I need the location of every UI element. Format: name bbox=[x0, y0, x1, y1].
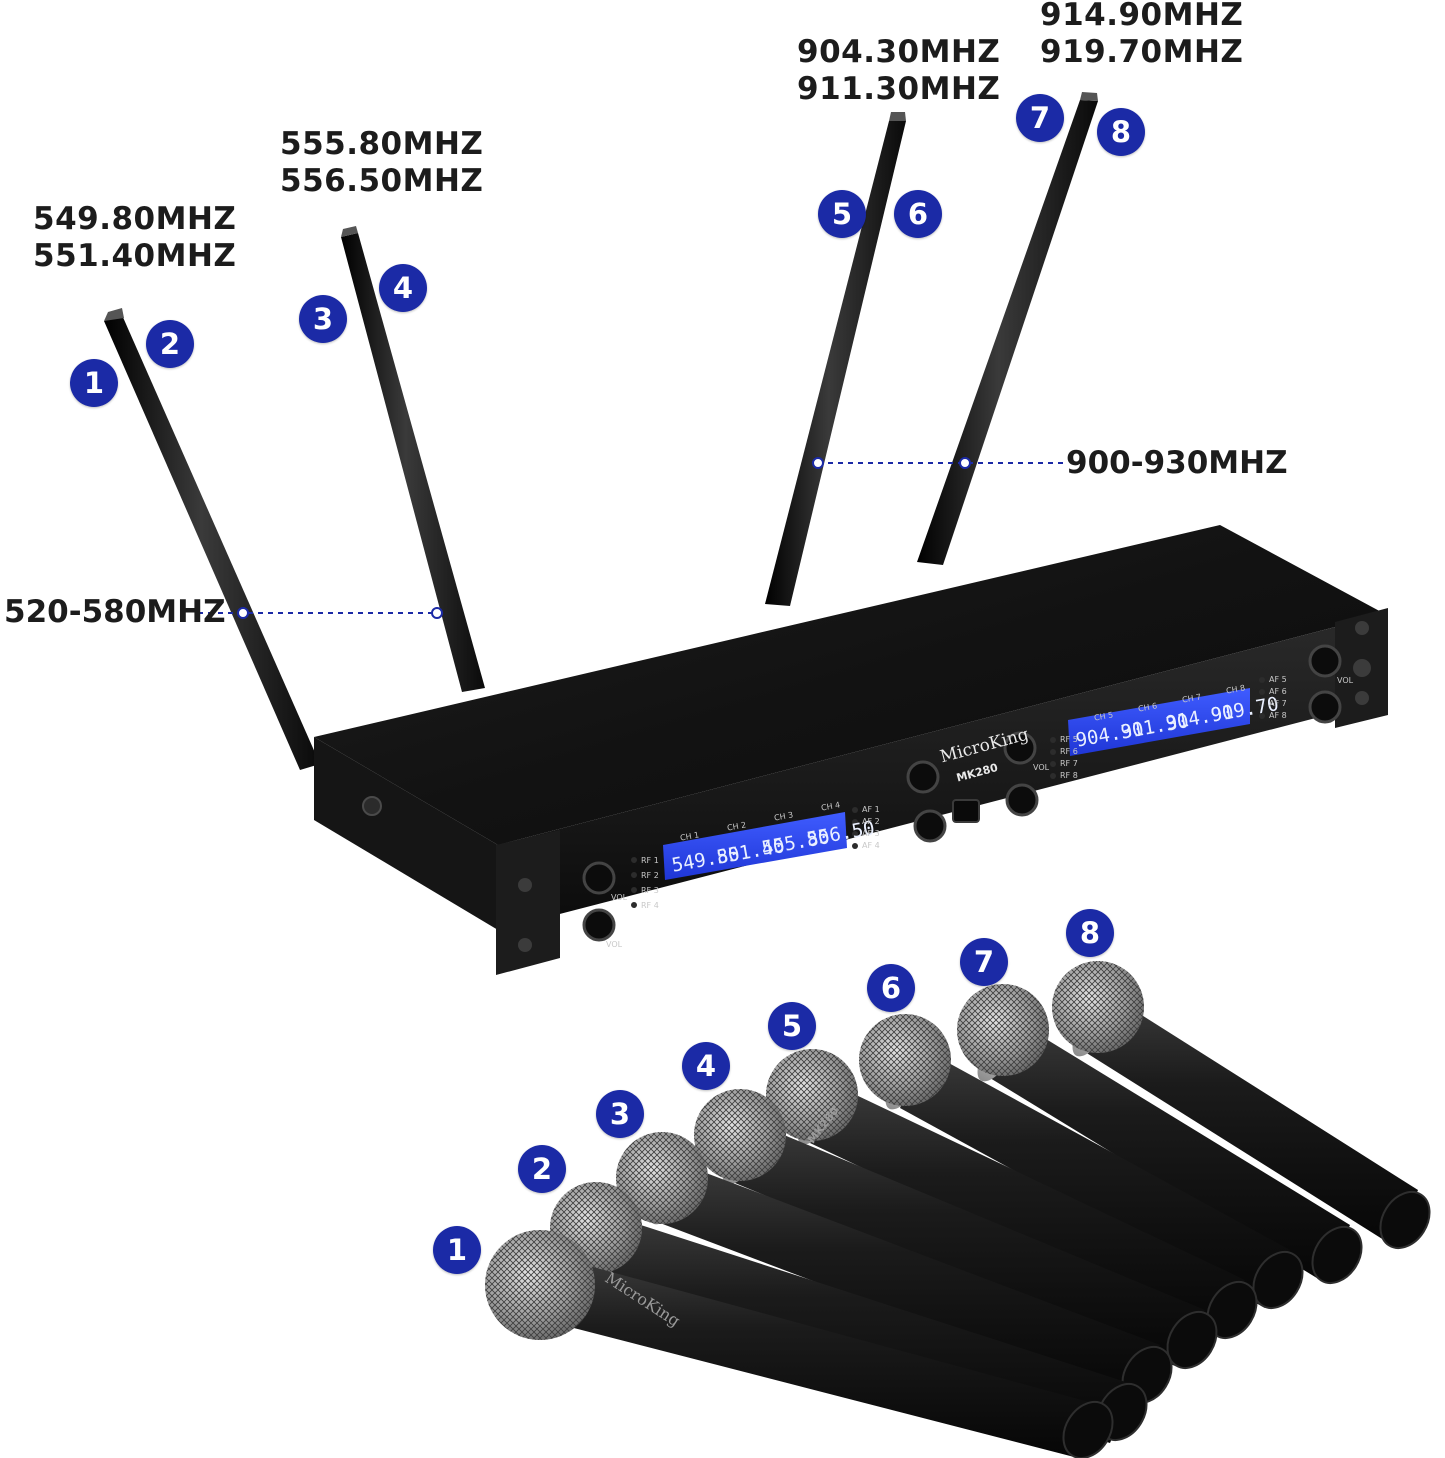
mic-badge-2: 2 bbox=[518, 1145, 566, 1193]
af-label: AF 5 bbox=[1269, 675, 1287, 684]
rf-label: RF 6 bbox=[1060, 747, 1078, 756]
band-label-low: 520-580MHZ bbox=[4, 594, 226, 630]
frequency-label: 551.40MHZ bbox=[33, 238, 237, 274]
af-label: AF 2 bbox=[862, 817, 880, 826]
af-label: AF 4 bbox=[862, 841, 880, 850]
rf-label: RF 3 bbox=[641, 886, 659, 895]
rf-label: RF 7 bbox=[1060, 759, 1078, 768]
vol-label: VOL bbox=[606, 940, 623, 949]
antenna-badge-7: 7 bbox=[1016, 94, 1064, 142]
antenna-4 bbox=[917, 92, 1098, 565]
antenna-2-frequencies: 555.80MHZ 556.50MHZ bbox=[280, 126, 483, 200]
antenna-badge-3: 3 bbox=[299, 295, 347, 343]
frequency-label: 549.80MHZ bbox=[33, 201, 237, 237]
microphones bbox=[485, 961, 1431, 1458]
microphone-8 bbox=[1052, 961, 1431, 1249]
antenna-badge-1: 1 bbox=[70, 359, 118, 407]
microphone-7 bbox=[957, 984, 1363, 1284]
frequency-label: 555.80MHZ bbox=[280, 126, 484, 162]
receiver-unit bbox=[314, 525, 1388, 975]
microphone-3 bbox=[616, 1132, 1173, 1404]
vol-label: VOL bbox=[611, 893, 628, 902]
frequency-label: 556.50MHZ bbox=[280, 163, 484, 199]
mic-badge-8: 8 bbox=[1066, 909, 1114, 957]
antenna-badge-5: 5 bbox=[818, 190, 866, 238]
antenna-3 bbox=[765, 112, 906, 606]
antenna-badge-2: 2 bbox=[146, 320, 194, 368]
antenna-1-frequencies: 549.80MHZ 551.40MHZ bbox=[33, 201, 236, 275]
power-switch bbox=[952, 799, 980, 823]
vol-label: VOL bbox=[1033, 763, 1050, 772]
af-label: AF 1 bbox=[862, 805, 880, 814]
volume-knobs bbox=[582, 644, 1342, 942]
antenna-badge-8: 8 bbox=[1097, 108, 1145, 156]
antenna-3-frequencies: 904.30MHZ 911.30MHZ bbox=[797, 34, 1000, 108]
frequency-label: 919.70MHZ bbox=[1040, 34, 1244, 70]
rf-label: RF 8 bbox=[1060, 771, 1078, 780]
mic-badge-4: 4 bbox=[682, 1042, 730, 1090]
antenna-2 bbox=[341, 226, 485, 692]
mic-badge-7: 7 bbox=[960, 938, 1008, 986]
af-label: AF 3 bbox=[862, 829, 880, 838]
af-label: AF 7 bbox=[1269, 699, 1287, 708]
rf-label: RF 5 bbox=[1060, 735, 1078, 744]
vol-label: VOL bbox=[1337, 676, 1354, 685]
antenna-badge-4: 4 bbox=[379, 264, 427, 312]
af-label: AF 6 bbox=[1269, 687, 1287, 696]
frequency-label: 911.30MHZ bbox=[797, 71, 1001, 107]
microphone-1 bbox=[485, 1230, 1114, 1458]
mic-badge-5: 5 bbox=[768, 1002, 816, 1050]
rf-label: RF 4 bbox=[641, 901, 659, 910]
band-leaders bbox=[198, 462, 1065, 614]
af-label: AF 8 bbox=[1269, 711, 1287, 720]
mic-badge-6: 6 bbox=[867, 964, 915, 1012]
rf-label: RF 1 bbox=[641, 856, 659, 865]
antenna-4-frequencies: 914.90MHZ 919.70MHZ bbox=[1040, 0, 1243, 71]
microphone-6 bbox=[859, 1014, 1304, 1309]
antenna-badge-6: 6 bbox=[894, 190, 942, 238]
antenna-1 bbox=[104, 308, 320, 770]
mic-badge-3: 3 bbox=[596, 1090, 644, 1138]
frequency-label: 904.30MHZ bbox=[797, 34, 1001, 70]
left-lcd bbox=[663, 812, 847, 880]
microphone-4 bbox=[694, 1089, 1218, 1369]
mic-badge-1: 1 bbox=[433, 1226, 481, 1274]
frequency-label: 914.90MHZ bbox=[1040, 0, 1244, 33]
band-label-high: 900-930MHZ bbox=[1066, 445, 1288, 481]
rf-label: RF 2 bbox=[641, 871, 659, 880]
microphone-5 bbox=[766, 1049, 1258, 1339]
right-lcd bbox=[1068, 688, 1250, 756]
